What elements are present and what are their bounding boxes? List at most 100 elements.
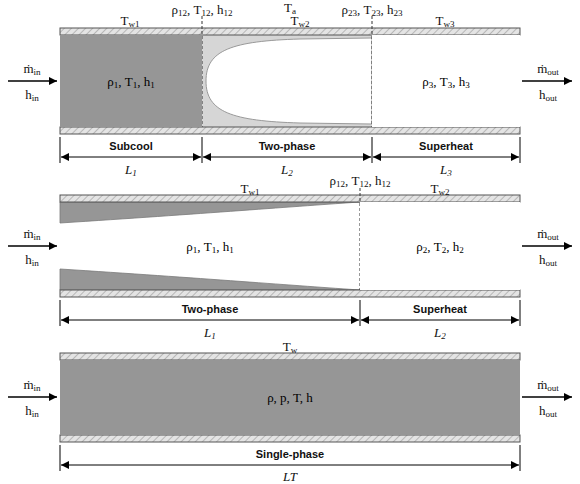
subscript: w2 xyxy=(298,19,309,29)
subscript: out xyxy=(545,409,557,419)
inlet-enthalpy: hin xyxy=(25,253,39,266)
single-phase-tube xyxy=(8,353,572,471)
outlet-flow: ṁout xyxy=(537,378,559,391)
tick xyxy=(520,300,521,326)
inlet-enthalpy: hin xyxy=(25,88,39,101)
subscript: 2 xyxy=(423,245,428,255)
wall-temp: Tw3 xyxy=(435,14,454,27)
outlet-enthalpy: hout xyxy=(539,253,557,266)
outlet-arrow xyxy=(522,245,572,247)
tube-wall xyxy=(60,28,520,35)
wall-temp: Tw1 xyxy=(120,14,139,27)
zone-length: L1 xyxy=(204,326,216,339)
inlet-arrow xyxy=(8,80,57,82)
subscript: 1 xyxy=(212,245,217,255)
subscript: out xyxy=(547,67,559,77)
zone-name: Two-phase xyxy=(259,141,316,152)
subscript: 12 xyxy=(224,8,233,18)
outlet-flow: ṁout xyxy=(537,62,559,75)
superheat-region: ρ2, T2, h2 xyxy=(360,202,520,290)
tick xyxy=(60,445,61,471)
zone-length: L2 xyxy=(281,163,293,176)
zone-length: L2 xyxy=(434,326,446,339)
subscript: 2 xyxy=(442,245,447,255)
subscript: 12 xyxy=(359,179,368,189)
wall-temp: Tw2 xyxy=(290,14,309,27)
subscript: 3 xyxy=(448,80,453,90)
subscript: 23 xyxy=(394,8,403,18)
state-variables: ρ, p, T, h xyxy=(267,391,313,404)
state-variables: ρ1, T1, h1 xyxy=(107,75,155,88)
state-variables: ρ1, T1, h1 xyxy=(186,240,234,253)
zone-name: Superheat xyxy=(419,141,473,152)
subscript: in xyxy=(34,383,41,393)
evaporator-three-zone xyxy=(8,16,572,163)
subscript: 3 xyxy=(429,80,434,90)
subscript: out xyxy=(545,258,557,268)
subscript: 1 xyxy=(150,80,155,90)
state-variables: ρ3, T3, h3 xyxy=(422,75,470,88)
subscript: in xyxy=(34,67,41,77)
outlet-enthalpy: hout xyxy=(539,404,557,417)
subscript: in xyxy=(32,258,39,268)
boundary-state: ρ12, T12, h12 xyxy=(329,174,390,187)
boundary-state: ρ12, T12, h12 xyxy=(171,3,232,16)
zone-length: LT xyxy=(283,470,297,483)
wall-temp: Tw1 xyxy=(240,182,259,195)
single-phase-region: ρ, p, T, h xyxy=(60,360,520,435)
subscript: 1 xyxy=(193,245,198,255)
two-phase-region: ρ1, T1, h1 xyxy=(60,202,360,290)
subscript: in xyxy=(32,93,39,103)
inlet-flow: ṁin xyxy=(23,227,40,240)
inlet-arrow xyxy=(8,396,57,398)
tick xyxy=(520,445,521,471)
subscript: 12 xyxy=(201,8,210,18)
dimension-line xyxy=(203,157,371,158)
subscript: 1 xyxy=(132,168,137,178)
dimension-line xyxy=(61,465,519,466)
subscript: 23 xyxy=(348,8,357,18)
vapor-core xyxy=(206,38,372,124)
outlet-enthalpy: hout xyxy=(539,88,557,101)
inlet-flow: ṁin xyxy=(23,62,40,75)
subscript: w1 xyxy=(248,187,259,197)
ambient-temp: Ta xyxy=(284,1,296,14)
zone-name: Superheat xyxy=(413,304,467,315)
wall-temp: Tw2 xyxy=(430,182,449,195)
boundary-state: ρ23, T23, h23 xyxy=(341,3,402,16)
liquid-film xyxy=(60,269,360,290)
inlet-enthalpy: hin xyxy=(25,404,39,417)
tick xyxy=(60,300,61,326)
state-variables: ρ2, T2, h2 xyxy=(416,240,464,253)
tube-wall xyxy=(60,195,520,202)
subscript: w1 xyxy=(128,19,139,29)
evaporator-two-zone xyxy=(8,188,572,326)
tick xyxy=(202,137,203,163)
zone-name: Two-phase xyxy=(182,304,239,315)
dimension-line xyxy=(61,320,359,321)
dimension-line xyxy=(361,320,519,321)
subscript: 2 xyxy=(288,168,293,178)
tick xyxy=(372,137,373,163)
subscript: in xyxy=(32,409,39,419)
subscript: 2 xyxy=(459,245,464,255)
subscript: 12 xyxy=(382,179,391,189)
subscript: w3 xyxy=(443,19,454,29)
liquid-film xyxy=(202,35,372,127)
subscript: 1 xyxy=(114,80,119,90)
tube-wall xyxy=(60,290,520,297)
subscript: 12 xyxy=(336,179,345,189)
subscript: w xyxy=(291,345,298,355)
subscript: 1 xyxy=(133,80,138,90)
dimension-line xyxy=(373,157,519,158)
subscript: w2 xyxy=(438,187,449,197)
tick xyxy=(520,137,521,163)
subcool-region: ρ1, T1, h1 xyxy=(60,35,202,127)
superheat-region: ρ3, T3, h3 xyxy=(372,35,520,127)
outlet-arrow xyxy=(522,396,572,398)
subscript: in xyxy=(34,232,41,242)
subscript: 2 xyxy=(441,331,446,341)
tick xyxy=(360,300,361,326)
outlet-arrow xyxy=(522,80,572,82)
tube-wall xyxy=(60,435,520,442)
